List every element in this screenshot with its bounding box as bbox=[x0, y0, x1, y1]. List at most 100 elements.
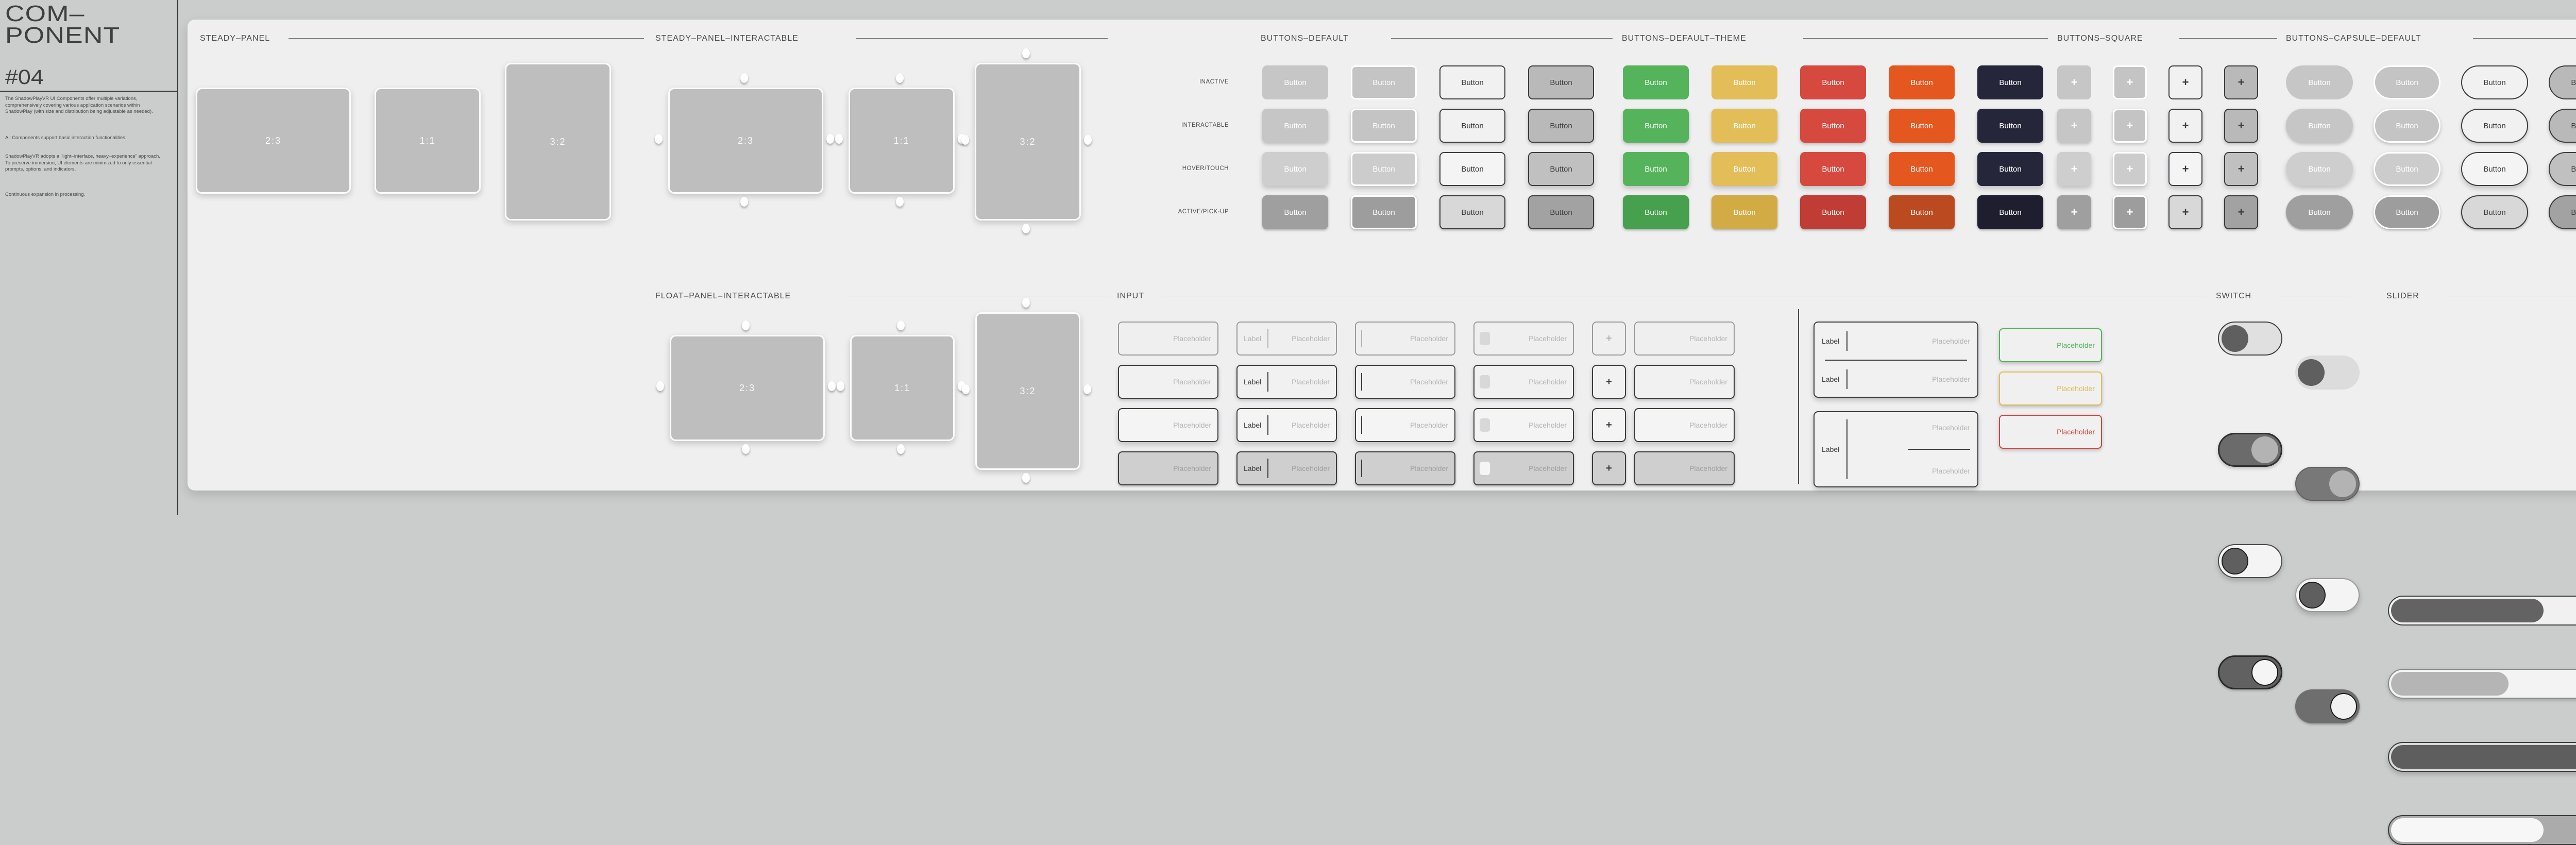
square-button[interactable]: + bbox=[2168, 65, 2202, 99]
default-button[interactable]: Button bbox=[1351, 65, 1417, 99]
square-button[interactable]: + bbox=[2224, 195, 2258, 229]
input-field[interactable]: Placeholder bbox=[1118, 322, 1218, 356]
panel-drag-handle[interactable] bbox=[828, 381, 836, 391]
panel-drag-handle[interactable] bbox=[896, 73, 904, 83]
square-button[interactable]: + bbox=[2168, 152, 2202, 186]
theme-button-yellow[interactable]: Button bbox=[1711, 152, 1777, 186]
switch-knob[interactable] bbox=[2329, 470, 2356, 497]
input-add-button[interactable]: + bbox=[1592, 451, 1626, 485]
default-button[interactable]: Button bbox=[1439, 195, 1505, 229]
theme-button-orange[interactable]: Button bbox=[1889, 109, 1955, 143]
slider-track[interactable] bbox=[2388, 596, 2576, 626]
input-field-caret[interactable]: Placeholder bbox=[1355, 365, 1455, 399]
input-field-icon[interactable]: Placeholder bbox=[1473, 322, 1574, 356]
theme-button-green[interactable]: Button bbox=[1623, 109, 1689, 143]
theme-button-red[interactable]: Button bbox=[1800, 109, 1866, 143]
default-button[interactable]: Button bbox=[1439, 65, 1505, 99]
panel-drag-handle[interactable] bbox=[961, 135, 969, 145]
panel-drag-handle[interactable] bbox=[1022, 48, 1030, 58]
default-button[interactable]: Button bbox=[1528, 195, 1594, 229]
input-add-button[interactable]: + bbox=[1592, 408, 1626, 442]
square-button[interactable]: + bbox=[2224, 152, 2258, 186]
default-button[interactable]: Button bbox=[1262, 195, 1328, 229]
toggle-switch[interactable] bbox=[2295, 689, 2360, 723]
input-field[interactable]: Placeholder bbox=[1118, 408, 1218, 442]
panel-drag-handle[interactable] bbox=[656, 381, 664, 391]
input-field-attached[interactable]: Placeholder bbox=[1634, 408, 1735, 442]
input-field[interactable]: Placeholder bbox=[1118, 365, 1218, 399]
switch-knob[interactable] bbox=[2222, 325, 2248, 352]
theme-button-yellow[interactable]: Button bbox=[1711, 109, 1777, 143]
default-button[interactable]: Button bbox=[1439, 152, 1505, 186]
panel-drag-handle[interactable] bbox=[826, 134, 834, 144]
input-add-button[interactable]: + bbox=[1592, 322, 1626, 356]
steady-panel-interactable-1-1[interactable]: 1:1 bbox=[849, 88, 955, 194]
default-button[interactable]: Button bbox=[1351, 152, 1417, 186]
panel-drag-handle[interactable] bbox=[896, 320, 905, 330]
input-field-attached[interactable]: Placeholder bbox=[1634, 322, 1735, 356]
default-button[interactable]: Button bbox=[1528, 152, 1594, 186]
input-field-error[interactable]: Placeholder bbox=[1999, 415, 2102, 449]
theme-button-orange[interactable]: Button bbox=[1889, 65, 1955, 99]
toggle-switch[interactable] bbox=[2295, 467, 2360, 501]
capsule-button[interactable]: Button bbox=[2374, 195, 2441, 229]
theme-button-orange[interactable]: Button bbox=[1889, 195, 1955, 229]
default-button[interactable]: Button bbox=[1351, 195, 1417, 229]
square-button[interactable]: + bbox=[2224, 109, 2258, 143]
float-panel-1-1[interactable]: 1:1 bbox=[850, 335, 955, 441]
square-button[interactable]: + bbox=[2168, 109, 2202, 143]
slider-track[interactable] bbox=[2388, 815, 2576, 845]
panel-drag-handle[interactable] bbox=[896, 197, 904, 207]
default-button[interactable]: Button bbox=[1528, 109, 1594, 143]
switch-knob[interactable] bbox=[2222, 548, 2248, 574]
panel-drag-handle[interactable] bbox=[1083, 384, 1091, 394]
panel-drag-handle[interactable] bbox=[1022, 298, 1030, 308]
steady-panel-interactable-3-2[interactable]: 3:2 bbox=[975, 63, 1081, 221]
square-button[interactable]: + bbox=[2113, 195, 2147, 229]
input-field-caret[interactable]: Placeholder bbox=[1355, 451, 1455, 485]
input-field-attached[interactable]: Placeholder bbox=[1634, 365, 1735, 399]
default-button[interactable]: Button bbox=[1262, 109, 1328, 143]
panel-drag-handle[interactable] bbox=[741, 444, 750, 454]
theme-button-red[interactable]: Button bbox=[1800, 152, 1866, 186]
theme-button-navy[interactable]: Button bbox=[1977, 152, 2043, 186]
input-field-attached[interactable]: Placeholder bbox=[1634, 451, 1735, 485]
theme-button-red[interactable]: Button bbox=[1800, 65, 1866, 99]
square-button[interactable]: + bbox=[2057, 195, 2091, 229]
input-field-caret[interactable]: Placeholder bbox=[1355, 322, 1455, 356]
panel-drag-handle[interactable] bbox=[741, 320, 750, 330]
square-button[interactable]: + bbox=[2057, 109, 2091, 143]
default-button[interactable]: Button bbox=[1351, 109, 1417, 143]
capsule-button[interactable]: Button bbox=[2374, 152, 2441, 186]
float-panel-3-2[interactable]: 3:2 bbox=[975, 312, 1080, 470]
theme-button-green[interactable]: Button bbox=[1623, 152, 1689, 186]
capsule-button[interactable]: Button bbox=[2461, 65, 2528, 99]
switch-knob[interactable] bbox=[2299, 582, 2326, 609]
panel-drag-handle[interactable] bbox=[740, 197, 748, 207]
slider-fill[interactable] bbox=[2391, 599, 2544, 622]
switch-knob[interactable] bbox=[2298, 359, 2325, 386]
capsule-button[interactable]: Button bbox=[2461, 109, 2528, 143]
input-field-caret[interactable]: Placeholder bbox=[1355, 408, 1455, 442]
square-button[interactable]: + bbox=[2113, 109, 2147, 143]
switch-knob[interactable] bbox=[2330, 693, 2357, 720]
toggle-switch[interactable] bbox=[2295, 578, 2360, 612]
toggle-switch[interactable] bbox=[2218, 322, 2282, 356]
theme-button-navy[interactable]: Button bbox=[1977, 109, 2043, 143]
capsule-button[interactable]: Button bbox=[2286, 152, 2353, 186]
theme-button-yellow[interactable]: Button bbox=[1711, 195, 1777, 229]
capsule-button[interactable]: Button bbox=[2549, 152, 2576, 186]
input-field-warning[interactable]: Placeholder bbox=[1999, 371, 2102, 405]
square-button[interactable]: + bbox=[2113, 65, 2147, 99]
capsule-button[interactable]: Button bbox=[2286, 195, 2353, 229]
default-button[interactable]: Button bbox=[1262, 65, 1328, 99]
input-field-icon[interactable]: Placeholder bbox=[1473, 451, 1574, 485]
capsule-button[interactable]: Button bbox=[2549, 65, 2576, 99]
toggle-switch[interactable] bbox=[2218, 544, 2282, 578]
capsule-button[interactable]: Button bbox=[2461, 152, 2528, 186]
default-button[interactable]: Button bbox=[1528, 65, 1594, 99]
panel-drag-handle[interactable] bbox=[1022, 473, 1030, 483]
capsule-button[interactable]: Button bbox=[2286, 65, 2353, 99]
